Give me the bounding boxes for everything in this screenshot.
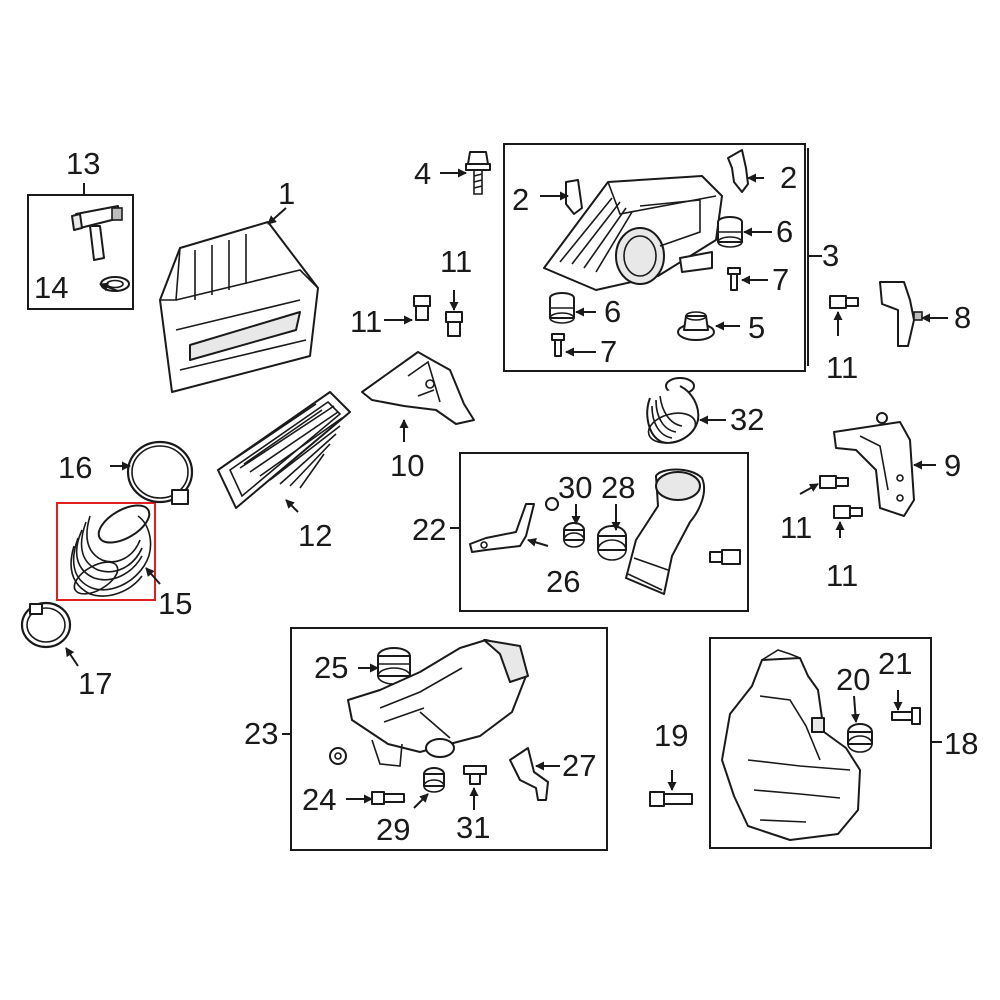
leader-lines bbox=[65, 148, 948, 810]
part-20-grommet bbox=[847, 723, 873, 753]
part-11-bolt-b bbox=[445, 311, 463, 337]
part-9-bracket bbox=[833, 412, 915, 517]
callout-19: 19 bbox=[654, 718, 689, 753]
part-12-air-filter bbox=[217, 391, 351, 509]
group-box-22 bbox=[459, 452, 749, 612]
callout-21: 21 bbox=[878, 646, 913, 681]
callout-15: 15 bbox=[158, 586, 193, 621]
callout-9: 9 bbox=[944, 448, 962, 483]
part-27-bracket bbox=[509, 747, 549, 801]
part-30-collar bbox=[563, 522, 585, 548]
part-32-hose bbox=[646, 377, 700, 444]
part-duct-22 bbox=[625, 468, 706, 595]
callout-20: 20 bbox=[836, 662, 871, 697]
group-box-3 bbox=[503, 143, 806, 372]
callout-4: 4 bbox=[414, 156, 432, 191]
part-24-bolt bbox=[371, 791, 405, 805]
part-28-grommet bbox=[597, 525, 627, 561]
callout-3: 3 bbox=[822, 238, 840, 273]
part-13-air-flow-sensor bbox=[71, 205, 123, 261]
part-26-stay bbox=[469, 503, 535, 553]
callout-32: 32 bbox=[730, 402, 765, 437]
part-15-tube bbox=[70, 504, 152, 597]
callout-13: 13 bbox=[66, 146, 101, 181]
callout-5: 5 bbox=[748, 310, 766, 345]
callout-8: 8 bbox=[954, 300, 972, 335]
part-11-bolt-d bbox=[819, 475, 849, 489]
part-7-pin-lower bbox=[551, 333, 565, 357]
callout-11-c: 11 bbox=[826, 350, 859, 385]
part-18-resonator bbox=[721, 649, 861, 841]
callout-1: 1 bbox=[278, 176, 296, 211]
part-nut-23 bbox=[329, 747, 347, 765]
part-11-bolt-a bbox=[413, 295, 431, 321]
part-washer-small bbox=[545, 497, 559, 511]
callout-14: 14 bbox=[34, 270, 69, 305]
callout-11-b: 11 bbox=[440, 244, 473, 279]
group-box-23 bbox=[290, 627, 608, 851]
part-29-collar bbox=[423, 767, 445, 793]
callout-28: 28 bbox=[601, 470, 636, 505]
part-8-bracket bbox=[879, 281, 923, 347]
part-11-bolt-c bbox=[829, 295, 859, 309]
callout-7-upper: 7 bbox=[772, 262, 790, 297]
part-31-pin bbox=[463, 765, 487, 785]
part-10-bracket bbox=[361, 351, 475, 425]
callout-30: 30 bbox=[558, 470, 593, 505]
part-6-grommet-lower bbox=[549, 292, 575, 324]
callout-22: 22 bbox=[412, 512, 447, 547]
part-5-mount bbox=[677, 311, 715, 341]
callout-6-lower: 6 bbox=[604, 294, 622, 329]
callout-11-a: 11 bbox=[350, 304, 383, 339]
callout-7-lower: 7 bbox=[600, 334, 618, 369]
callout-25: 25 bbox=[314, 650, 349, 685]
part-4-bolt bbox=[465, 151, 491, 195]
callout-11-e: 11 bbox=[826, 558, 859, 593]
part-25-grommet bbox=[377, 647, 411, 685]
part-7-pin-upper bbox=[727, 267, 741, 291]
part-6-grommet-upper bbox=[717, 216, 743, 248]
part-2-clip-upper bbox=[727, 149, 749, 193]
callout-2-lower: 2 bbox=[512, 182, 530, 217]
highlight-box-15 bbox=[56, 502, 156, 601]
part-1-air-cleaner-housing bbox=[159, 221, 319, 393]
part-11-bolt-e bbox=[833, 505, 863, 519]
callout-10: 10 bbox=[390, 448, 425, 483]
part-2-clip-lower bbox=[565, 179, 583, 215]
callout-24: 24 bbox=[302, 782, 337, 817]
part-17-clamp bbox=[20, 601, 72, 649]
callout-31: 31 bbox=[456, 810, 491, 845]
callout-18: 18 bbox=[944, 726, 979, 761]
part-bolt-22 bbox=[709, 549, 741, 565]
callout-23: 23 bbox=[244, 716, 279, 751]
callout-27: 27 bbox=[562, 748, 597, 783]
part-21-pin bbox=[891, 707, 921, 725]
callout-6-upper: 6 bbox=[776, 214, 794, 249]
callout-17: 17 bbox=[78, 666, 113, 701]
part-23-resonator bbox=[347, 639, 529, 767]
callout-16: 16 bbox=[58, 450, 93, 485]
callout-2-upper: 2 bbox=[780, 160, 798, 195]
callout-26: 26 bbox=[546, 564, 581, 599]
part-3-air-cleaner-cover bbox=[543, 175, 723, 291]
part-19-bolt bbox=[649, 791, 693, 807]
callout-29: 29 bbox=[376, 812, 411, 847]
part-16-clamp bbox=[126, 440, 194, 505]
callout-12: 12 bbox=[298, 518, 333, 553]
callout-11-d: 11 bbox=[780, 510, 813, 545]
group-box-13 bbox=[27, 194, 134, 310]
